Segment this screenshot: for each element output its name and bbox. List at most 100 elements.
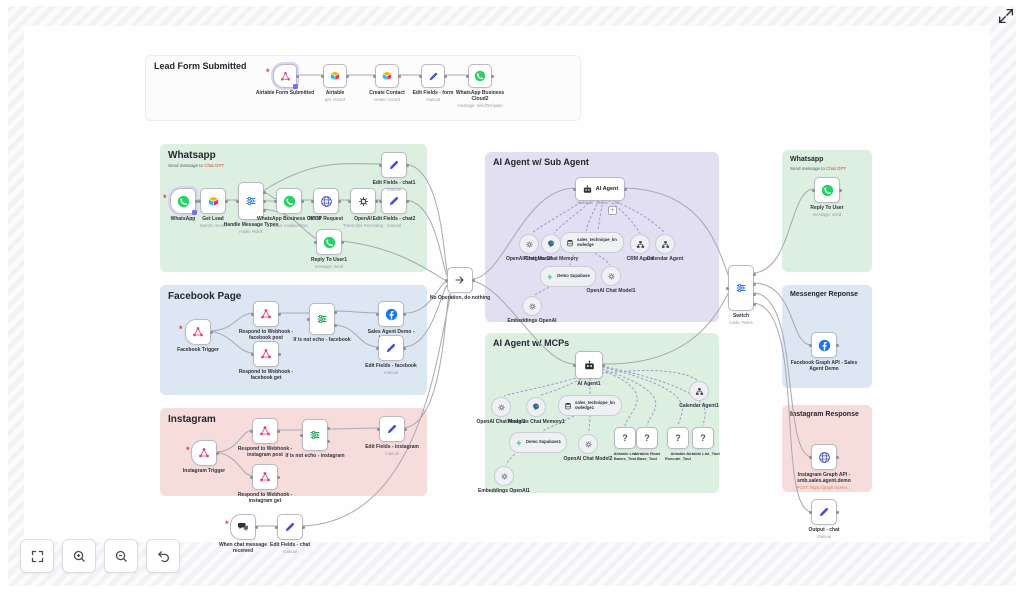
output-port[interactable] [334, 311, 337, 314]
sticky-subtitle: Send message to Chat GPT [790, 165, 847, 171]
node-instagram-trigger[interactable]: Instagram Trigger [172, 440, 236, 475]
node-switch[interactable]: Switch mode: Rules [709, 265, 773, 325]
output-port[interactable] [263, 191, 266, 194]
airtable-icon [207, 195, 220, 208]
node-airtable-mcp-tool-3[interactable]: ? Airtable Execute_Tool [659, 427, 697, 461]
required-marker: * [179, 324, 183, 334]
required-marker: * [163, 193, 167, 203]
node-respond-webhook-facebook-get[interactable]: Respond to Webhook - facebook get [234, 341, 298, 382]
question-mark-icon: ? [622, 433, 628, 443]
sticky-title: Messenger Reponse [790, 291, 859, 298]
node-sales-technique-knowledge1[interactable]: sales_technique_knowledge1 [558, 395, 622, 416]
zoom-out-button[interactable] [104, 539, 138, 573]
node-if-not-echo-instagram[interactable]: If is not echo - instagram [283, 419, 347, 460]
output-port[interactable] [753, 283, 756, 286]
node-embeddings-openai1[interactable]: Embeddings OpenAI1 [472, 466, 536, 495]
node-respond-webhook-instagram-get[interactable]: Respond to Webhook - instagram get [233, 464, 297, 505]
node-edit-fields-instagram[interactable]: Edit Fields - instagram manual [360, 416, 424, 456]
output-port[interactable] [334, 324, 337, 327]
facebook-icon [385, 308, 398, 321]
postgres-icon [531, 402, 541, 412]
node-ai-agent1[interactable]: AI Agent1 [557, 351, 621, 388]
node-whatsapp-trigger[interactable]: WhatsApp [151, 188, 215, 223]
node-airtable[interactable]: Airtable get: record [303, 64, 367, 102]
node-respond-webhook-facebook-post[interactable]: Respond to Webhook - facebook post [234, 301, 298, 342]
reset-zoom-button[interactable] [146, 539, 180, 573]
output-port[interactable] [327, 427, 330, 430]
required-marker: * [266, 67, 270, 77]
robot-icon [582, 184, 593, 195]
port-label-memory: Memory [596, 201, 608, 205]
node-edit-fields-chat2[interactable]: Edit Fields - chat2 manual [362, 188, 426, 228]
node-when-chat-message-received[interactable]: When chat message received [211, 514, 275, 555]
node-get-lead[interactable]: Get Lead search: record [181, 188, 245, 228]
openai-icon [607, 272, 616, 281]
switch-sliders-icon [735, 282, 747, 294]
share-workflow-icon [260, 308, 272, 320]
node-edit-fields-facebook[interactable]: Edit Fields - facebook manual [359, 335, 423, 375]
share-workflow-icon [280, 71, 291, 82]
pinned-badge [192, 210, 197, 215]
openai-icon [584, 440, 593, 449]
node-airtable-mcp-tool-4[interactable]: ? Airtable List_Tool [684, 427, 722, 457]
question-mark-icon: ? [700, 433, 706, 443]
node-create-contact[interactable]: Create Contact create: record [355, 64, 419, 102]
node-airtable-mcp-tool-1[interactable]: ? Airtable List Bases_Tool [606, 427, 644, 461]
whatsapp-icon [323, 236, 336, 249]
node-facebook-graph-api[interactable]: Facebook Graph API - Sales Agent Demo [788, 332, 860, 373]
node-calendar-agent[interactable]: Calendar Agent [633, 234, 697, 263]
zoom-in-button[interactable] [62, 539, 96, 573]
node-edit-fields-chat[interactable]: Edit Fields - chat manual [258, 514, 322, 554]
sub-agent-icon [661, 240, 670, 249]
node-if-not-echo-facebook[interactable]: If is not echo - facebook [290, 303, 354, 344]
node-ai-agent[interactable]: AI Agent [568, 177, 632, 201]
question-mark-icon: ? [644, 433, 650, 443]
fit-view-button[interactable] [20, 539, 54, 573]
node-no-operation[interactable]: No Operation, do nothing [428, 267, 492, 302]
pencil-icon [388, 195, 400, 207]
add-connection-icon[interactable]: + [608, 206, 617, 215]
output-port[interactable] [753, 303, 756, 306]
supabase-icon [515, 439, 523, 447]
node-reply-to-user1[interactable]: Reply To User1 message: send [297, 229, 361, 269]
output-port[interactable] [327, 440, 330, 443]
sticky-title: Whatsapp [168, 150, 216, 161]
pencil-icon [818, 506, 830, 518]
output-port[interactable] [753, 273, 756, 276]
share-workflow-icon [260, 348, 272, 360]
output-port[interactable] [753, 293, 756, 296]
postgres-icon [546, 239, 556, 249]
supabase-icon [546, 273, 554, 281]
node-airtable-form-submitted[interactable]: Airtable Form Submitted [253, 64, 317, 97]
pencil-icon [385, 342, 397, 354]
node-handle-message-types[interactable]: Handle Message Types mode: Rules [219, 182, 283, 234]
expand-button[interactable] [997, 7, 1015, 25]
sub-agent-icon [695, 387, 704, 396]
node-http-request[interactable]: HTTP Request [294, 188, 358, 223]
fit-view-icon [30, 549, 45, 564]
switch-sliders-icon [245, 195, 257, 207]
node-reply-to-user[interactable]: Reply To User message: send [791, 177, 863, 217]
openai-icon [500, 472, 509, 481]
node-instagram-graph-api[interactable]: Instagram Graph API - smb.sales.agent.de… [788, 444, 860, 490]
node-calendar-agent1[interactable]: Calendar Agent1 [667, 381, 731, 410]
node-output-chat[interactable]: Output - chat manual [788, 499, 860, 539]
node-whatsapp-business-cloud2[interactable]: WhatsApp Business Cloud2 message: sendTe… [448, 64, 512, 108]
undo-icon [156, 549, 171, 564]
database-icon [564, 402, 572, 410]
port-label-tool: Tool [614, 201, 620, 205]
node-edit-fields-chat1[interactable]: Edit Fields - chat1 manual [362, 152, 426, 192]
pencil-icon [284, 521, 296, 533]
node-edit-fields-form[interactable]: Edit Fields - form manual [401, 64, 465, 102]
required-marker: * [225, 519, 229, 529]
node-embeddings-openai[interactable]: Embeddings OpenAI [500, 296, 564, 325]
node-openai-chat-model1[interactable]: OpenAI Chat Model1 [579, 266, 643, 295]
node-airtable-mcp-tool-2[interactable]: ? Airtable Read Base_Tool [628, 427, 666, 461]
share-workflow-icon [259, 425, 271, 437]
sticky-title: Facebook Page [168, 291, 242, 302]
share-workflow-icon [259, 471, 271, 483]
node-openai-chat-model3[interactable]: OpenAI Chat Model3 [469, 397, 533, 426]
sticky-lead-form[interactable]: Lead Form Submitted [145, 55, 581, 121]
node-facebook-trigger[interactable]: Facebook Trigger [166, 319, 230, 354]
facebook-icon [818, 339, 831, 352]
